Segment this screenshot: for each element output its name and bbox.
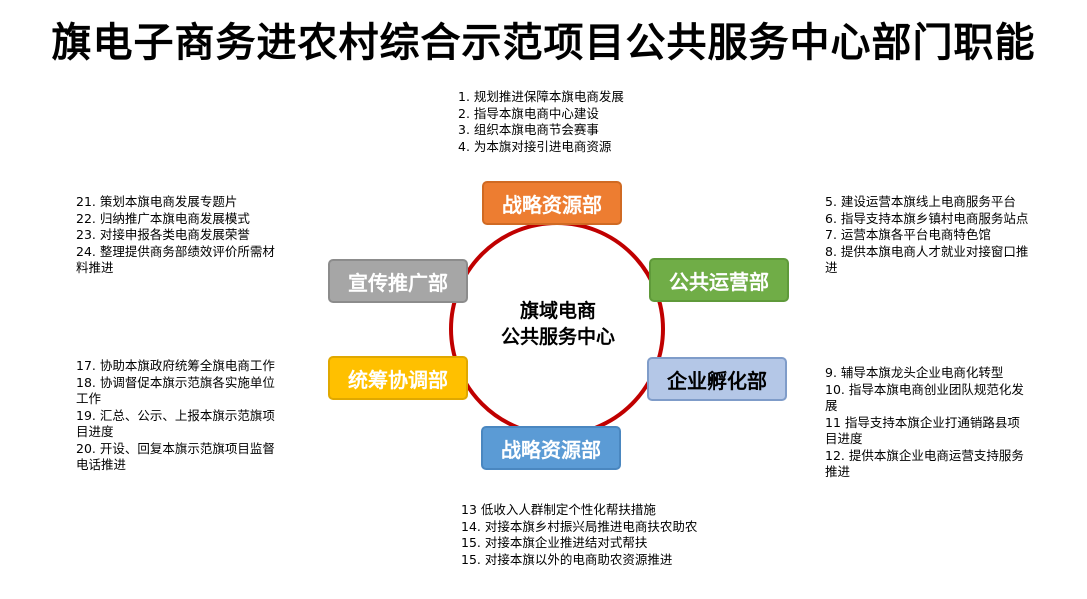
list-item: 9. 辅导本旗龙头企业电商化转型 [825,365,1004,380]
duties-list-top: 1. 规划推进保障本旗电商发展 2. 指导本旗电商中心建设 3. 组织本旗电商节… [458,89,698,155]
duties-list-right-top: 5. 建设运营本旗线上电商服务平台 6. 指导支持本旗乡镇村电商服务站点 7. … [825,194,1037,277]
list-item: 15. 对接本旗企业推进结对式帮扶 [461,535,648,550]
list-item: 22. 归纳推广本旗电商发展模式 [76,210,250,226]
dept-publicity[interactable]: 宣传推广部 [328,259,468,303]
list-item: 8. 提供本旗电商人才就业对接窗口推进 [825,243,1029,276]
duties-list-left-top: 21. 策划本旗电商发展专题片 22. 归纳推广本旗电商发展模式 23. 对接申… [76,194,280,277]
list-item: 10. 指导本旗电商创业团队规范化发展 [825,381,1024,414]
center-label-line1: 旗域电商 [519,300,596,322]
page-title: 旗电子商务进农村综合示范项目公共服务中心部门职能 [51,20,1036,66]
dept-enterprise-incubation[interactable]: 企业孵化部 [647,357,787,401]
list-item: 4. 为本旗对接引进电商资源 [458,138,612,154]
list-item: 1. 规划推进保障本旗电商发展 [458,89,624,104]
duties-list-right-bottom: 9. 辅导本旗龙头企业电商化转型 10. 指导本旗电商创业团队规范化发展 11 … [825,365,1025,481]
center-label-line2: 公共服务中心 [500,326,615,348]
dept-top-strategy[interactable]: 战略资源部 [482,181,622,225]
list-item: 13 低收入人群制定个性化帮扶措施 [461,502,656,517]
list-item: 5. 建设运营本旗线上电商服务平台 [825,194,1016,209]
list-item: 6. 指导支持本旗乡镇村电商服务站点 [825,210,1029,226]
list-item: 17. 协助本旗政府统筹全旗电商工作 [76,358,275,373]
center-label: 旗域电商 公共服务中心 [480,298,636,350]
list-item: 21. 策划本旗电商发展专题片 [76,194,238,209]
list-item: 18. 协调督促本旗示范旗各实施单位工作 [76,374,275,407]
duties-list-bottom: 13 低收入人群制定个性化帮扶措施 14. 对接本旗乡村振兴局推进电商扶农助农 … [461,502,751,568]
list-item: 2. 指导本旗电商中心建设 [458,105,599,121]
list-item: 11 指导支持本旗企业打通销路县项目进度 [825,414,1020,447]
list-item: 23. 对接申报各类电商发展荣誉 [76,227,250,242]
dept-bottom-strategy[interactable]: 战略资源部 [481,426,621,470]
list-item: 12. 提供本旗企业电商运营支持服务推进 [825,447,1024,480]
duties-list-left-bottom: 17. 协助本旗政府统筹全旗电商工作 18. 协调督促本旗示范旗各实施单位工作 … [76,358,278,474]
list-item: 3. 组织本旗电商节会赛事 [458,122,599,137]
dept-public-operations[interactable]: 公共运营部 [649,258,789,302]
list-item: 24. 整理提供商务部绩效评价所需材料推进 [76,243,275,276]
list-item: 20. 开设、回复本旗示范旗项目监督电话推进 [76,440,275,473]
list-item: 7. 运营本旗各平台电商特色馆 [825,227,991,242]
list-item: 14. 对接本旗乡村振兴局推进电商扶农助农 [461,518,698,534]
list-item: 15. 对接本旗以外的电商助农资源推进 [461,551,673,567]
list-item: 19. 汇总、公示、上报本旗示范旗项目进度 [76,407,275,440]
dept-coordination[interactable]: 统筹协调部 [328,356,468,400]
